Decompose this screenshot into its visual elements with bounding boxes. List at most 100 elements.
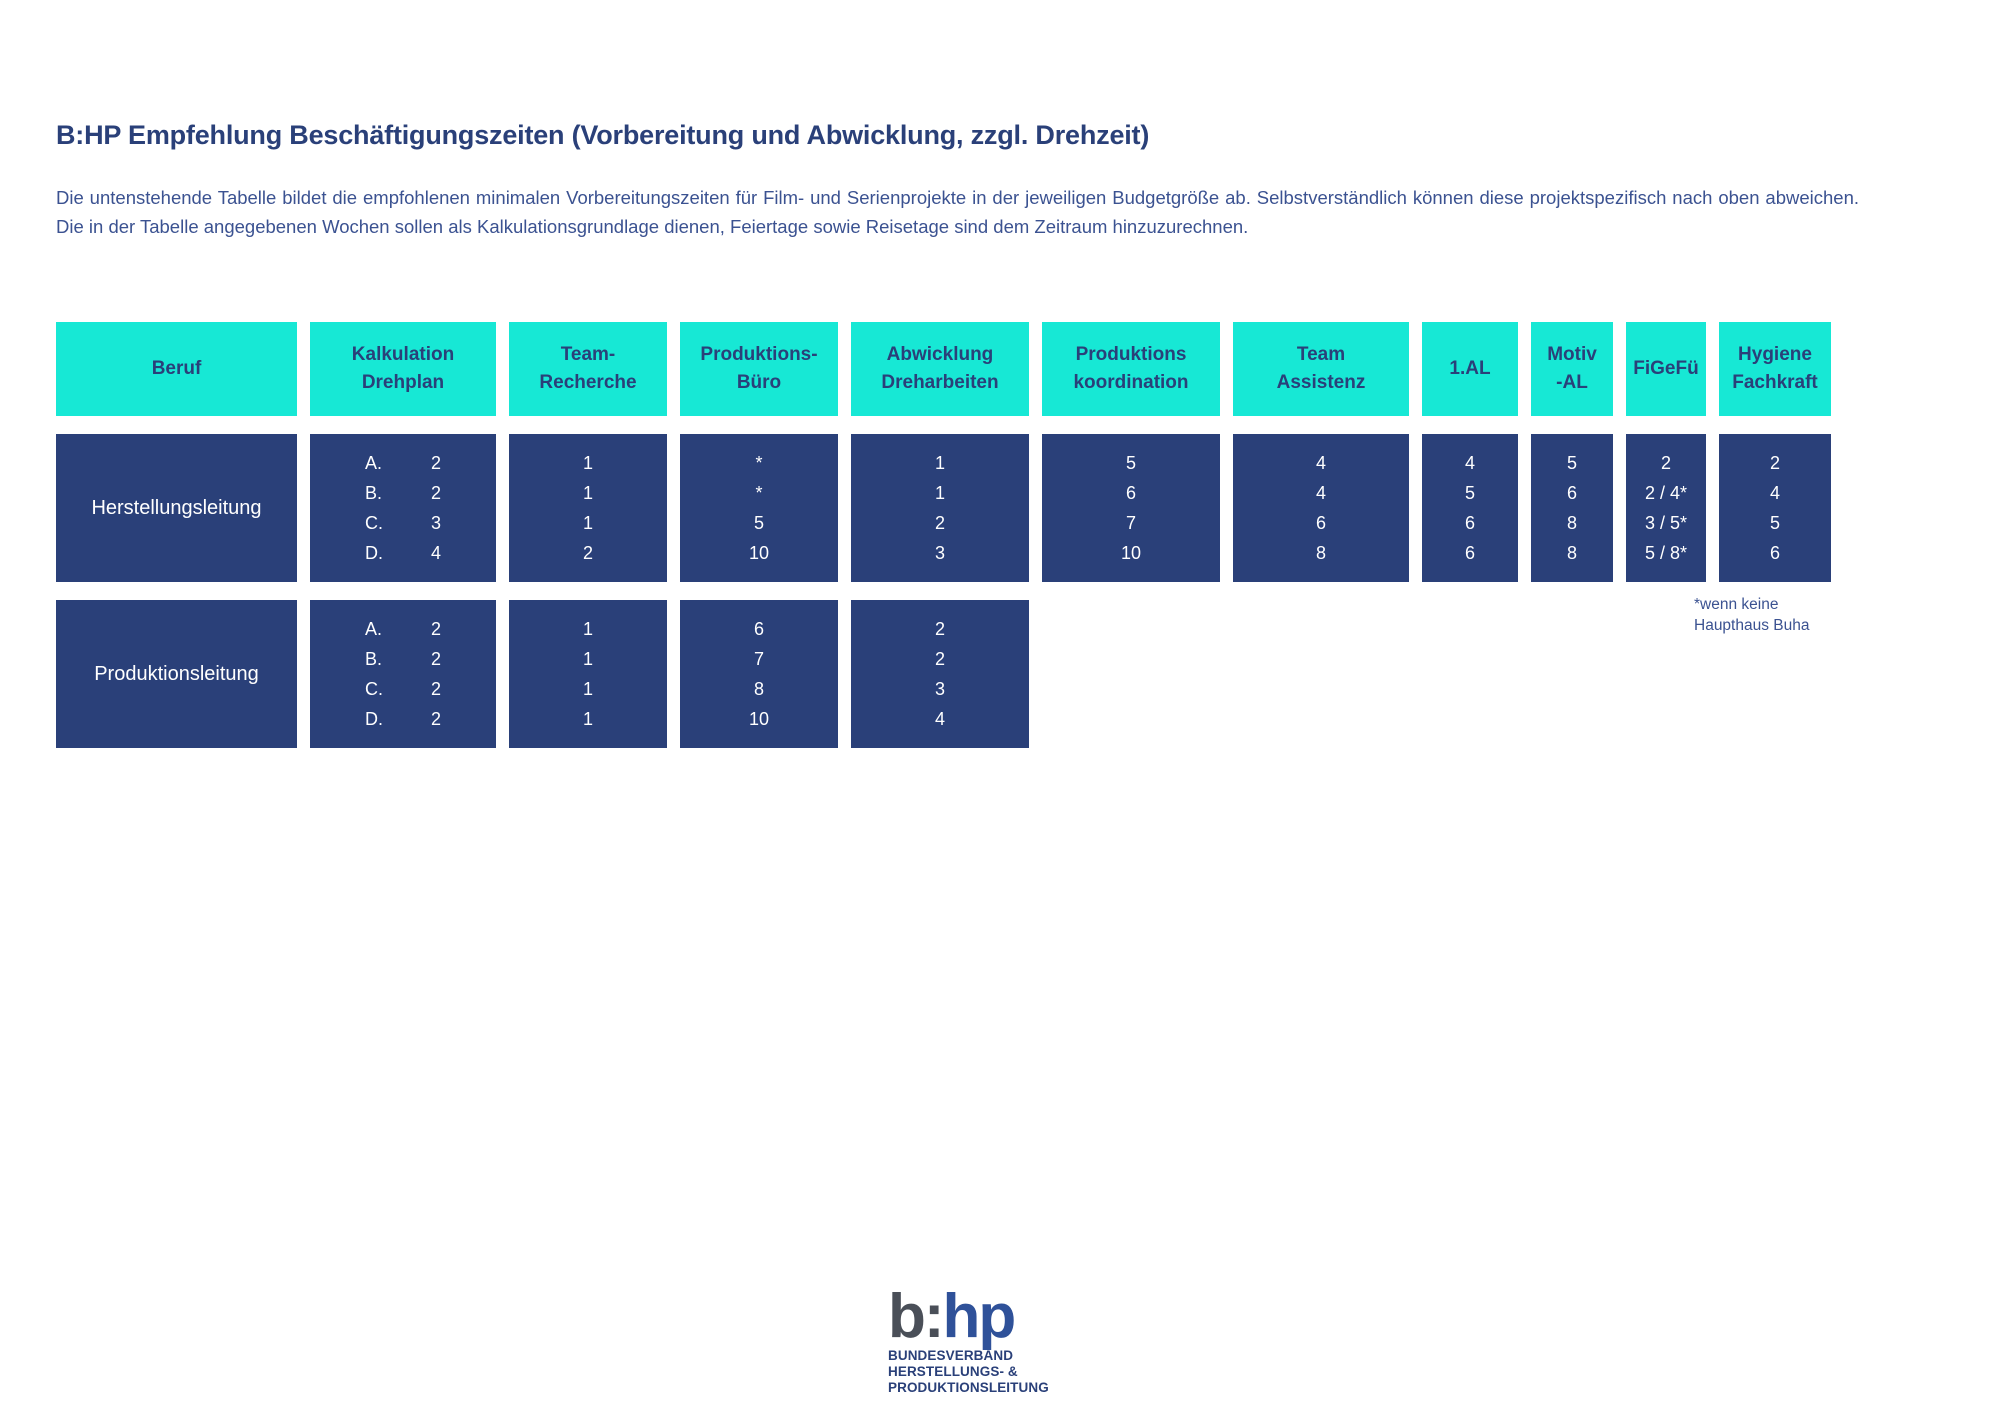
table-header-cell: Motiv -AL [1531, 322, 1613, 416]
value-cell: 4 4 6 8 [1233, 434, 1409, 582]
value-entry: 1 [582, 483, 593, 503]
budget-tier-value: 2 [430, 709, 441, 729]
budget-tier-entry: C. 3 [365, 508, 441, 538]
value-entry: 3 [934, 543, 945, 563]
budget-tier-entry: D. 4 [365, 538, 441, 568]
budget-tier-value: 2 [430, 453, 441, 473]
header-label: FiGeFü [1633, 358, 1699, 379]
value-entry: 5 [1769, 513, 1780, 533]
budget-tier-letter: D. [364, 543, 383, 563]
bhp-logo: b:hp BUNDESVERBAND HERSTELLUNGS- & PRODU… [888, 1286, 1128, 1396]
value-entry: 8 [1315, 543, 1326, 563]
table-header-cell: 1.AL [1422, 322, 1518, 416]
header-label: Drehplan [361, 372, 445, 393]
value-entry: 2 [582, 543, 593, 563]
value-entry: 1 [582, 709, 593, 729]
value-entry: 5 [1464, 483, 1475, 503]
role-label-cell: Produktionsleitung [56, 600, 297, 748]
value-entry: 8 [1566, 513, 1577, 533]
header-label: Produktions [1075, 344, 1187, 365]
value-entry: 6 [1315, 513, 1326, 533]
budget-tier-value: 2 [430, 649, 441, 669]
budget-tier-entry: B.2 [365, 478, 441, 508]
budget-tier-value: 4 [430, 543, 441, 563]
table-footnote: *wenn keine Haupthaus Buha [1694, 596, 1810, 634]
logo-subtitle: BUNDESVERBAND HERSTELLUNGS- & PRODUKTION… [888, 1348, 1049, 1396]
budget-tier-letter: B. [364, 649, 382, 669]
budget-tier-letter: C. [364, 679, 383, 699]
budget-tier-entry: D. 2 [365, 704, 441, 734]
value-entry: 1 [582, 649, 593, 669]
value-entry: * [755, 483, 763, 503]
role-label-cell: Herstellungsleitung [56, 434, 297, 582]
value-entry: 2 [1660, 453, 1671, 473]
value-entry: 10 [748, 543, 770, 563]
logo-wordmark: b:hp [888, 1286, 1128, 1348]
role-label: Herstellungsleitung [91, 497, 262, 519]
value-entry: 4 [1769, 483, 1780, 503]
value-entry: 3 [934, 679, 945, 699]
budget-tier-value: 2 [430, 619, 441, 639]
value-entry: 7 [1125, 513, 1136, 533]
intro-paragraph: Die untenstehende Tabelle bildet die emp… [56, 187, 1859, 237]
header-label: Dreharbeiten [881, 372, 999, 393]
budget-tier-entry: A.2 [365, 614, 441, 644]
empty-cell [1042, 600, 1220, 748]
value-entry: 2 [1769, 453, 1780, 473]
table-header-cell: Team-Recherche [509, 322, 667, 416]
value-entry: 2 [934, 649, 945, 669]
value-entry: 2 [934, 513, 945, 533]
header-label: Fachkraft [1732, 372, 1818, 393]
header-label: Motiv [1547, 344, 1597, 365]
header-label: Abwicklung [886, 344, 994, 365]
budget-tier-value: 3 [430, 513, 441, 533]
role-label: Produktionsleitung [94, 663, 259, 685]
value-entry: 4 [1315, 483, 1326, 503]
header-label: 1.AL [1449, 358, 1491, 379]
header-label: Hygiene [1738, 344, 1812, 365]
value-entry: 10 [1120, 543, 1142, 563]
budget-tier-letter: A. [364, 453, 382, 473]
header-label: Recherche [539, 372, 637, 393]
logo-hp-part: hp [942, 1282, 1017, 1351]
value-entry: 6 [1769, 543, 1780, 563]
budget-tier-value: 2 [430, 679, 441, 699]
value-entry: 2 / 4* [1644, 483, 1688, 503]
budget-tier-letter: D. [364, 709, 383, 729]
value-entry: 1 [582, 453, 593, 473]
value-entry: 7 [753, 649, 764, 669]
value-cell: 2 4 5 6 [1719, 434, 1831, 582]
table-header-cell: Beruf [56, 322, 297, 416]
empty-cell [1233, 600, 1409, 748]
value-entry: 6 [1566, 483, 1577, 503]
budget-tier-letter: B. [364, 483, 382, 503]
value-entry: 4 [1315, 453, 1326, 473]
page-title: B:HP Empfehlung Beschäftigungszeiten (Vo… [56, 120, 1150, 150]
budget-tier-entry: C. 2 [365, 674, 441, 704]
header-label: Beruf [151, 358, 202, 379]
header-label: -AL [1556, 372, 1588, 393]
value-entry: 5 [753, 513, 764, 533]
value-entry: 1 [934, 453, 945, 473]
value-entry: 3 / 5* [1644, 513, 1688, 533]
budget-tier-letter: C. [364, 513, 383, 533]
logo-b-part: b: [888, 1282, 945, 1351]
